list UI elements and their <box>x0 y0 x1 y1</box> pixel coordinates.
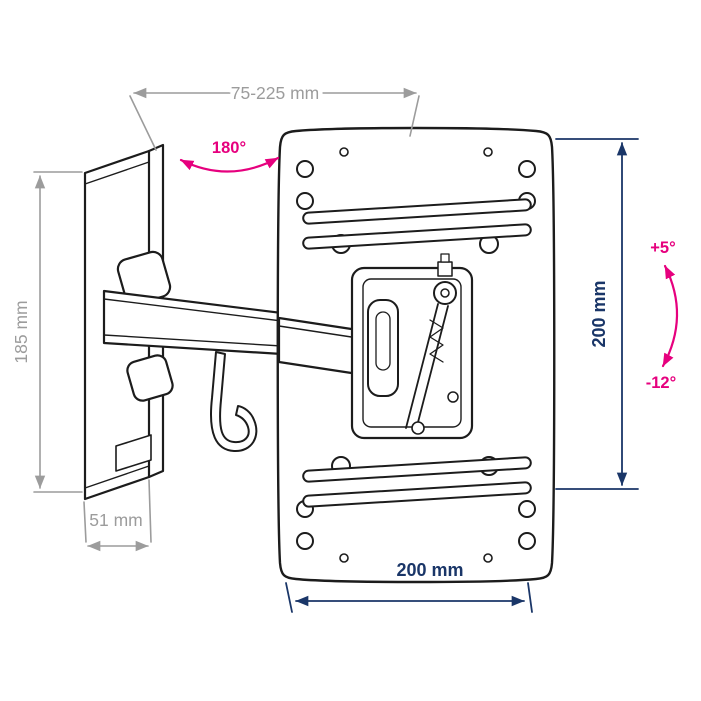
mount-hole <box>296 532 314 550</box>
small-hole <box>483 147 493 157</box>
vesa-plate <box>276 126 556 584</box>
small-hole <box>339 147 349 157</box>
tilt-lever <box>405 303 449 431</box>
extension-leader-right <box>409 95 420 137</box>
vesa-width-ext-left <box>285 582 293 613</box>
vesa-height-label: 200 mm <box>589 280 609 347</box>
dim-plate-height <box>33 171 83 493</box>
tilt-down-label: -12° <box>646 374 676 392</box>
arm-extension-label: 75-225 mm <box>231 83 320 103</box>
lever-pin <box>411 421 425 435</box>
plate-height-label: 185 mm <box>11 300 31 363</box>
mount-hole <box>518 160 536 178</box>
plate-depth-leader-left <box>83 501 87 543</box>
adjust-bolt <box>437 261 453 277</box>
dim-vesa-height <box>555 138 639 490</box>
swivel-angle-label: 180° <box>212 139 246 157</box>
dim-swivel-angle <box>179 156 280 173</box>
arm-lower-joint <box>126 354 174 402</box>
tilt-up-label: +5° <box>650 239 675 257</box>
vesa-width-label: 200 mm <box>396 560 463 580</box>
wall-plate-cap-top <box>84 161 150 185</box>
small-hole <box>483 553 493 563</box>
wall-plate-sticker <box>115 434 152 472</box>
dim-tilt-range <box>661 264 679 368</box>
plate-depth-label: 51 mm <box>89 510 142 530</box>
tilt-spring <box>429 319 444 363</box>
dim-plate-depth <box>83 479 152 552</box>
swivel-arc <box>179 156 280 173</box>
dim-vesa-width <box>285 582 533 613</box>
pivot-bolt-center <box>440 288 450 298</box>
slot <box>302 456 532 483</box>
arm-plate-link-line <box>278 325 359 339</box>
hinge-bar-inner <box>375 311 391 371</box>
arm-bar-bottom-line <box>103 334 299 348</box>
mount-hole <box>518 500 536 518</box>
adjust-bolt-head <box>440 253 450 263</box>
arm-bar-top-line <box>103 298 299 324</box>
cable-hook <box>210 351 258 453</box>
vesa-width-ext-right <box>527 582 533 613</box>
tilt-mechanism <box>350 253 474 440</box>
mount-hole <box>296 160 314 178</box>
mount-hole <box>518 532 536 550</box>
adjustment-slots <box>302 198 532 508</box>
small-hole <box>339 553 349 563</box>
tilt-arc <box>661 264 679 368</box>
slot <box>302 198 532 225</box>
slot <box>302 481 532 508</box>
wall-plate-cap-bottom <box>84 465 150 489</box>
plate-depth-leader-right <box>148 479 152 543</box>
lock-pin <box>447 391 459 403</box>
swivel-arm <box>102 250 300 453</box>
slot <box>302 223 532 250</box>
hinge-bar <box>367 299 399 397</box>
mount-hole <box>296 192 314 210</box>
dim-arm-extension <box>129 87 420 151</box>
extension-leader-left <box>129 95 157 151</box>
